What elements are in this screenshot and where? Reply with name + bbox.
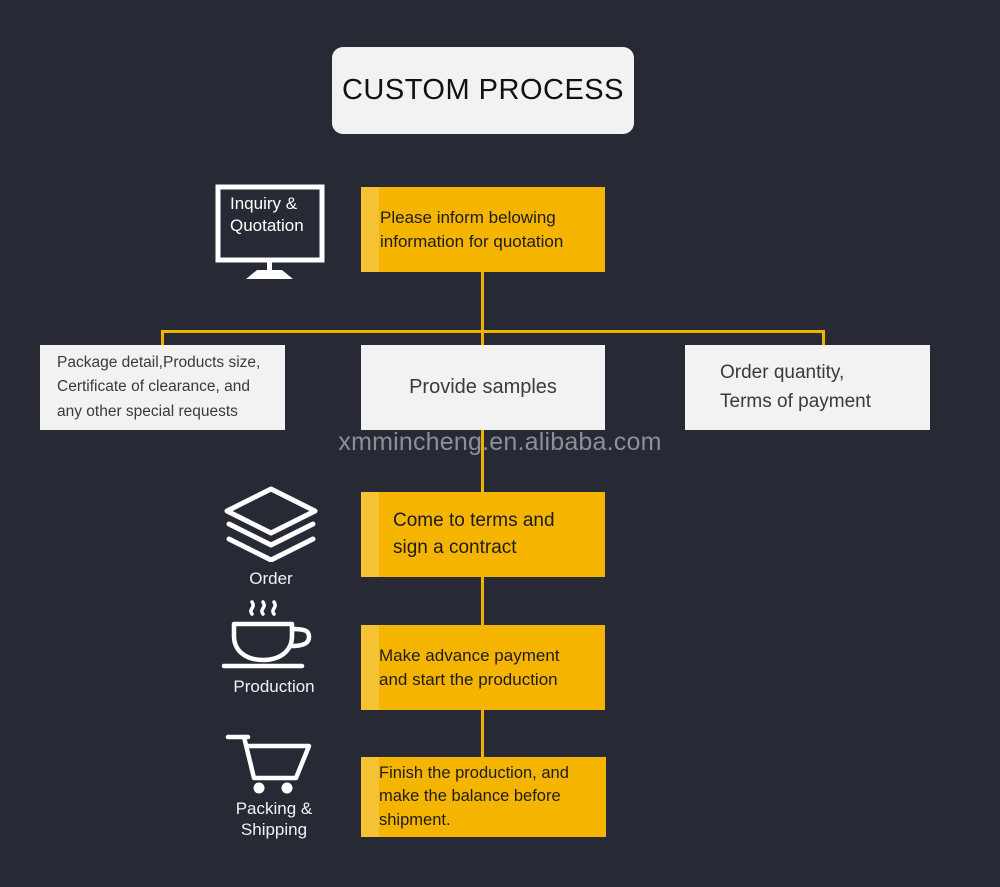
connector-contract-to-payment	[481, 577, 484, 626]
stage-production-box-text: Make advance payment and start the produ…	[379, 646, 560, 689]
requirement-box-provide-samples: Provide samples	[361, 345, 605, 430]
requirement-box-order-terms: Order quantity, Terms of payment	[685, 345, 930, 430]
connector-payment-to-finish	[481, 710, 484, 758]
shopping-cart-icon	[225, 734, 312, 794]
watermark: xmmincheng.en.alibaba.com	[338, 428, 662, 456]
layers-icon	[224, 486, 318, 562]
stage-shipping-icon-group: Packing & Shipping	[214, 732, 334, 840]
connector-branch-left	[161, 330, 164, 346]
stage-shipping-label: Packing & Shipping	[235, 799, 313, 839]
requirement-order-terms-text: Order quantity, Terms of payment	[720, 362, 871, 412]
quotation-info-box: Please inform belowing information for q…	[361, 187, 605, 272]
connector-branch-right	[822, 330, 825, 346]
monitor-icon: Inquiry & Quotation	[212, 184, 336, 282]
connector-branch-center	[481, 330, 484, 346]
requirement-box-package-detail: Package detail,Products size, Certificat…	[40, 345, 285, 430]
stage-order-label: Order	[249, 569, 293, 588]
stage-shipping-box: Finish the production, and make the bala…	[361, 757, 606, 837]
stage-production-box: Make advance payment and start the produ…	[361, 625, 605, 710]
stage-order-box-text: Come to terms and sign a contract	[393, 510, 555, 558]
stage-inquiry-label: Inquiry & Quotation	[230, 194, 304, 235]
stage-order-icon-group: Order	[222, 486, 320, 590]
page-title-text: CUSTOM PROCESS	[341, 74, 624, 106]
stage-inquiry-icon-group: Inquiry & Quotation	[212, 184, 336, 282]
stage-production-label: Production	[233, 677, 315, 696]
connector-quote-to-branch	[481, 272, 484, 332]
stage-order-box: Come to terms and sign a contract	[361, 492, 605, 577]
coffee-cup-icon	[221, 600, 312, 669]
connector-branch-bar	[161, 330, 825, 333]
requirement-provide-samples-text: Provide samples	[409, 375, 557, 398]
connector-samples-to-contract	[481, 430, 484, 493]
stage-production-icon-group: Production	[214, 600, 334, 698]
stage-shipping-box-text: Finish the production, and make the bala…	[379, 763, 569, 829]
requirement-package-detail-text: Package detail,Products size, Certificat…	[57, 354, 261, 420]
monitor-icon-svg	[215, 184, 325, 279]
quotation-info-text: Please inform belowing information for q…	[380, 208, 564, 251]
page-title: CUSTOM PROCESS	[332, 47, 634, 134]
